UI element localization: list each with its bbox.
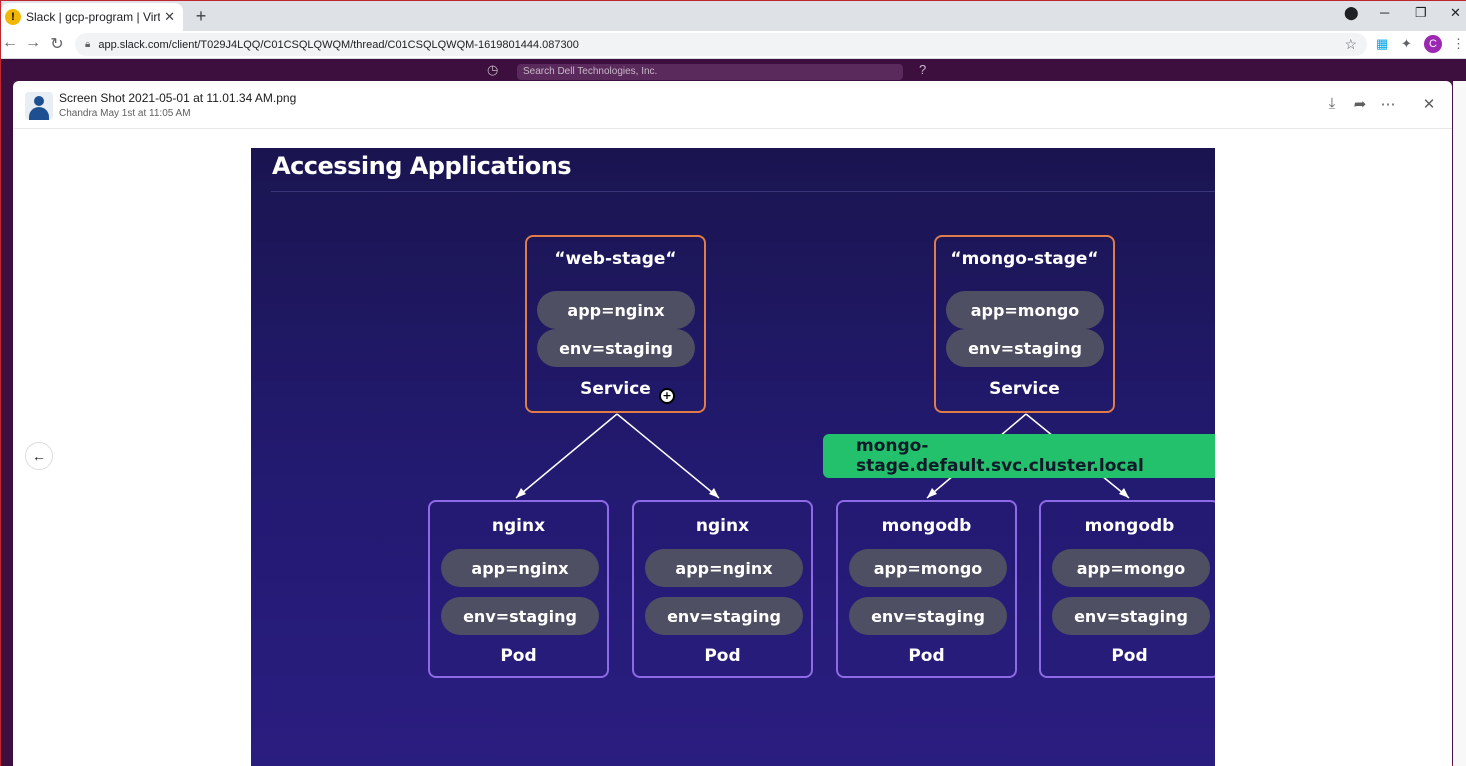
service-name: “mongo-stage“ — [950, 249, 1099, 269]
slack-right-pane — [1453, 81, 1466, 766]
label-pill: env=staging — [537, 329, 695, 367]
label-pill: app=mongo — [849, 549, 1007, 587]
label-pill: app=nginx — [645, 549, 803, 587]
label-pill: env=staging — [849, 597, 1007, 635]
file-preview-modal: Screen Shot 2021-05-01 at 11.01.34 AM.pn… — [13, 81, 1452, 766]
label-pill: app=mongo — [1052, 549, 1210, 587]
pod-kind: Pod — [908, 646, 945, 666]
browser-tab-strip: ! Slack | gcp-program | Virtustream ✕ + … — [1, 1, 1466, 31]
modal-header: Screen Shot 2021-05-01 at 11.01.34 AM.pn… — [13, 81, 1452, 129]
browser-tab[interactable]: ! Slack | gcp-program | Virtustream ✕ — [1, 3, 183, 31]
slide-divider — [271, 191, 1215, 192]
pod-name: mongodb — [1084, 516, 1175, 536]
restore-icon[interactable]: ❐ — [1415, 5, 1427, 20]
arrowhead — [516, 488, 526, 498]
windows-extension-icon[interactable]: ▦ — [1376, 36, 1389, 51]
bookmark-star-icon[interactable]: ☆ — [1344, 36, 1357, 52]
pod-name: nginx — [491, 516, 546, 536]
forward-icon[interactable]: → — [25, 34, 41, 51]
arrowhead — [927, 488, 937, 498]
close-icon[interactable]: ✕ — [1422, 96, 1436, 113]
file-meta: Chandra May 1st at 11:05 AM — [59, 108, 191, 119]
more-actions-icon[interactable]: ⋯ — [1380, 96, 1396, 113]
share-icon[interactable]: ➦ — [1353, 96, 1367, 113]
new-tab-icon[interactable]: + — [195, 6, 207, 26]
browser-toolbar: ← → ↻ 🔒︎ app.slack.com/client/T029J4LQQ/… — [1, 31, 1466, 59]
slack-top-bar: ◷ Search Dell Technologies, Inc. ? — [1, 59, 1466, 81]
pod-card: nginx app=nginx env=staging Pod — [632, 500, 813, 678]
pod-card: nginx app=nginx env=staging Pod — [428, 500, 609, 678]
label-pill: env=staging — [645, 597, 803, 635]
help-icon[interactable]: ? — [919, 62, 927, 77]
label-pill: env=staging — [1052, 597, 1210, 635]
previous-file-button[interactable]: ← — [25, 442, 53, 470]
preview-image: Accessing Applications “web-stage“ app=n… — [251, 148, 1215, 766]
avatar[interactable] — [25, 92, 53, 120]
dns-name-banner: mongo-stage.default.svc.cluster.local — [823, 434, 1215, 478]
minimize-icon[interactable]: ─ — [1380, 5, 1390, 20]
pod-kind: Pod — [704, 646, 741, 666]
profile-avatar[interactable]: C — [1424, 35, 1442, 53]
tab-title: Slack | gcp-program | Virtustream — [26, 10, 161, 24]
label-pill: env=staging — [946, 329, 1104, 367]
service-kind: Service — [580, 379, 651, 399]
extensions-puzzle-icon[interactable]: ✦ — [1401, 36, 1412, 51]
browser-menu-icon[interactable]: ⋮ — [1452, 36, 1465, 51]
pod-kind: Pod — [1111, 646, 1148, 666]
tab-search-icon[interactable]: ⬤ — [1344, 5, 1359, 20]
label-pill: env=staging — [441, 597, 599, 635]
service-web-stage: “web-stage“ app=nginx env=staging Servic… — [525, 235, 706, 413]
service-name: “web-stage“ — [554, 249, 677, 269]
url-text: app.slack.com/client/T029J4LQQ/C01CSQLQW… — [98, 38, 579, 51]
service-kind: Service — [989, 379, 1060, 399]
label-pill: app=nginx — [441, 549, 599, 587]
uploader-name[interactable]: Chandra — [59, 108, 98, 119]
pod-name: mongodb — [881, 516, 972, 536]
slack-favicon-icon: ! — [5, 9, 21, 25]
file-title: Screen Shot 2021-05-01 at 11.01.34 AM.pn… — [59, 91, 297, 105]
connector-line — [515, 413, 618, 499]
pod-kind: Pod — [500, 646, 537, 666]
download-icon[interactable]: ⤓ — [1328, 95, 1336, 112]
slack-sidebar — [1, 81, 13, 766]
label-pill: app=nginx — [537, 291, 695, 329]
lock-icon: 🔒︎ — [85, 39, 91, 50]
address-bar[interactable]: 🔒︎ app.slack.com/client/T029J4LQQ/C01CSQ… — [75, 33, 1367, 56]
service-mongo-stage: “mongo-stage“ app=mongo env=staging Serv… — [934, 235, 1115, 413]
upload-timestamp[interactable]: May 1st at 11:05 AM — [100, 108, 191, 119]
close-window-icon[interactable]: ✕ — [1450, 5, 1461, 20]
label-pill: app=mongo — [946, 291, 1104, 329]
back-icon[interactable]: ← — [2, 34, 18, 51]
pod-card: mongodb app=mongo env=staging Pod — [836, 500, 1017, 678]
arrow-left-icon: ← — [32, 448, 46, 464]
arrowhead — [1119, 488, 1129, 498]
close-tab-icon[interactable]: ✕ — [164, 9, 175, 24]
arrowhead — [709, 488, 719, 498]
reload-icon[interactable]: ↻ — [50, 36, 64, 53]
pod-card: mongodb app=mongo env=staging Pod — [1039, 500, 1215, 678]
slack-search-input[interactable]: Search Dell Technologies, Inc. — [517, 64, 903, 80]
zoom-cursor-icon: + — [659, 388, 675, 404]
history-icon[interactable]: ◷ — [487, 62, 499, 77]
slide-title: Accessing Applications — [272, 152, 572, 180]
pod-name: nginx — [695, 516, 750, 536]
connector-line — [616, 413, 720, 499]
